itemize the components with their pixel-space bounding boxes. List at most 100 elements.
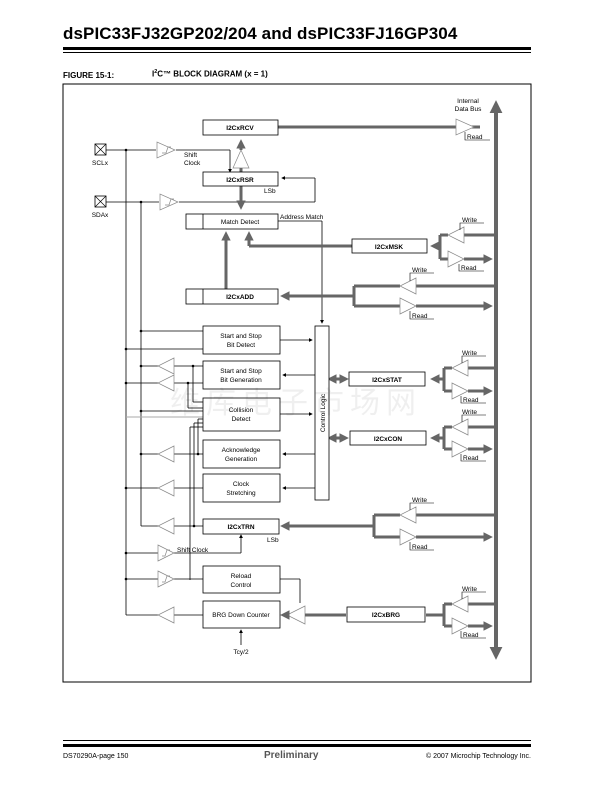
read-buffer-icon bbox=[451, 440, 469, 458]
start-stop-gen-block bbox=[202, 360, 281, 390]
buffers-left bbox=[156, 141, 306, 625]
rsr-lsb-label: LSb bbox=[264, 188, 276, 195]
scl-pin: SCLx bbox=[92, 143, 109, 167]
read-label: Read bbox=[461, 265, 477, 272]
clock-stretch-block bbox=[202, 473, 281, 503]
i2cxcon-label: I2CxCON bbox=[374, 436, 402, 443]
i2cxstat-label: I2CxSTAT bbox=[372, 377, 402, 384]
write-label: Write bbox=[462, 217, 477, 224]
start-stop-detect-label-1: Start and Stop bbox=[220, 333, 262, 340]
i2cxrcv-label: I2CxRCV bbox=[226, 125, 254, 132]
write-buffer-icon bbox=[399, 277, 417, 295]
start-stop-gen-label-1: Start and Stop bbox=[220, 368, 262, 375]
collision-detect-block bbox=[202, 397, 281, 432]
write-buffer-icon bbox=[451, 359, 469, 377]
read-label: Read bbox=[463, 397, 479, 404]
write-label: Write bbox=[462, 350, 477, 357]
buffer-icon bbox=[157, 445, 175, 463]
write-label: Write bbox=[462, 586, 477, 593]
read-label: Read bbox=[412, 313, 428, 320]
document-title: dsPIC33FJ32GP202/204 and dsPIC33FJ16GP30… bbox=[63, 24, 458, 43]
figure-title-prefix: I bbox=[152, 69, 155, 79]
i2cxmsk-label: I2CxMSK bbox=[375, 244, 403, 251]
footer-copyright: © 2007 Microchip Technology Inc. bbox=[425, 753, 531, 760]
i2cxbrg-label: I2CxBRG bbox=[372, 612, 400, 619]
header-rule-thick bbox=[63, 47, 531, 50]
i2cxcon-register bbox=[349, 430, 427, 446]
clock-stretch-label-2: Stretching bbox=[226, 490, 256, 497]
footer-rule-thin bbox=[63, 740, 531, 741]
write-buffer-icon bbox=[451, 418, 469, 436]
read-buffer-icon bbox=[399, 297, 417, 315]
rsr-buffer-icon bbox=[232, 149, 250, 169]
figure-title: I2C™ BLOCK DIAGRAM (x = 1) bbox=[152, 69, 268, 79]
control-logic-block bbox=[314, 325, 330, 501]
reload-control-label-2: Control bbox=[231, 582, 253, 589]
start-stop-gen-label-2: Bit Generation bbox=[220, 377, 262, 384]
register-boxes: I2CxRCV I2CxRSR I2CxMSK I2CxADD I2CxSTAT… bbox=[185, 119, 428, 623]
buffer-icon bbox=[157, 606, 175, 624]
ack-gen-label-2: Generation bbox=[225, 456, 258, 463]
shift-clock-top-1: Shift bbox=[184, 152, 197, 159]
header-rule-thin bbox=[63, 52, 531, 53]
write-buffer-icon bbox=[451, 595, 469, 613]
read-label: Read bbox=[467, 134, 483, 141]
start-stop-detect-label-2: Bit Detect bbox=[227, 342, 255, 349]
read-buffer-icon bbox=[455, 118, 475, 136]
footer-rule-thick bbox=[63, 744, 531, 747]
scl-label: SCLx bbox=[92, 160, 109, 167]
write-buffer-icon bbox=[399, 506, 417, 524]
reload-control-label-1: Reload bbox=[231, 573, 252, 580]
gray-datapaths bbox=[221, 125, 496, 631]
i2cxstat-register bbox=[348, 371, 426, 387]
sda-pin: SDAx bbox=[92, 195, 109, 219]
i2cxrcv-register bbox=[202, 119, 279, 136]
match-detect-block bbox=[185, 213, 279, 230]
collision-detect-label-2: Detect bbox=[232, 416, 251, 423]
read-label: Read bbox=[463, 455, 479, 462]
read-label: Read bbox=[463, 632, 479, 639]
read-buffer-icon bbox=[451, 382, 469, 400]
figure-title-rest: C™ BLOCK DIAGRAM (x = 1) bbox=[157, 69, 268, 79]
write-label: Write bbox=[412, 497, 427, 504]
buffer-icon bbox=[157, 357, 175, 375]
read-buffer-icon bbox=[399, 528, 417, 546]
internal-data-bus: Internal Data Bus bbox=[455, 98, 503, 660]
footer-preliminary: Preliminary bbox=[264, 750, 319, 761]
brg-counter-block bbox=[202, 600, 281, 629]
read-buffer-icon bbox=[447, 250, 465, 268]
figure-title-sup: 2 bbox=[154, 69, 158, 75]
tcy-label: Tcy/2 bbox=[233, 649, 249, 656]
buffer-icon bbox=[157, 517, 175, 535]
brg-counter-label: BRG Down Counter bbox=[212, 612, 270, 619]
scl-input-buffer-icon bbox=[156, 141, 176, 159]
write-label: Write bbox=[462, 409, 477, 416]
ack-gen-label-1: Acknowledge bbox=[222, 447, 261, 454]
i2cxmsk-register bbox=[351, 238, 428, 254]
i2cxadd-label: I2CxADD bbox=[226, 294, 254, 301]
bus-label-1: Internal bbox=[457, 98, 479, 105]
bus-buffers bbox=[399, 118, 475, 635]
control-logic-label: Control Logic bbox=[320, 393, 327, 432]
trn-lsb-label: LSb bbox=[267, 537, 279, 544]
i2cxrsr-label: I2CxRSR bbox=[226, 177, 254, 184]
i2cxtrn-label: I2CxTRN bbox=[227, 524, 254, 531]
rw-labels: Read Write Read Write Read Write Read Wr… bbox=[409, 132, 490, 639]
sda-input-buffer-icon bbox=[159, 193, 179, 211]
read-buffer-icon bbox=[451, 617, 469, 635]
address-match-label: Address Match bbox=[280, 214, 324, 221]
i2cxtrn-register bbox=[202, 518, 280, 535]
ack-gen-block bbox=[202, 439, 281, 469]
i2cxrsr-register bbox=[202, 171, 279, 187]
buffer-icon bbox=[157, 479, 175, 497]
footer-page-number: DS70290A-page 150 bbox=[63, 753, 129, 760]
read-label: Read bbox=[412, 544, 428, 551]
i2cxadd-register bbox=[185, 288, 279, 305]
misc-labels: Shift Clock LSb Address Match LSb Shift … bbox=[177, 152, 324, 656]
junction-dots bbox=[124, 148, 200, 581]
clock-stretch-label-1: Clock bbox=[233, 481, 250, 488]
match-detect-label: Match Detect bbox=[221, 219, 259, 226]
diagram-frame bbox=[62, 83, 532, 683]
shift-clock-label: Shift Clock bbox=[177, 547, 209, 554]
